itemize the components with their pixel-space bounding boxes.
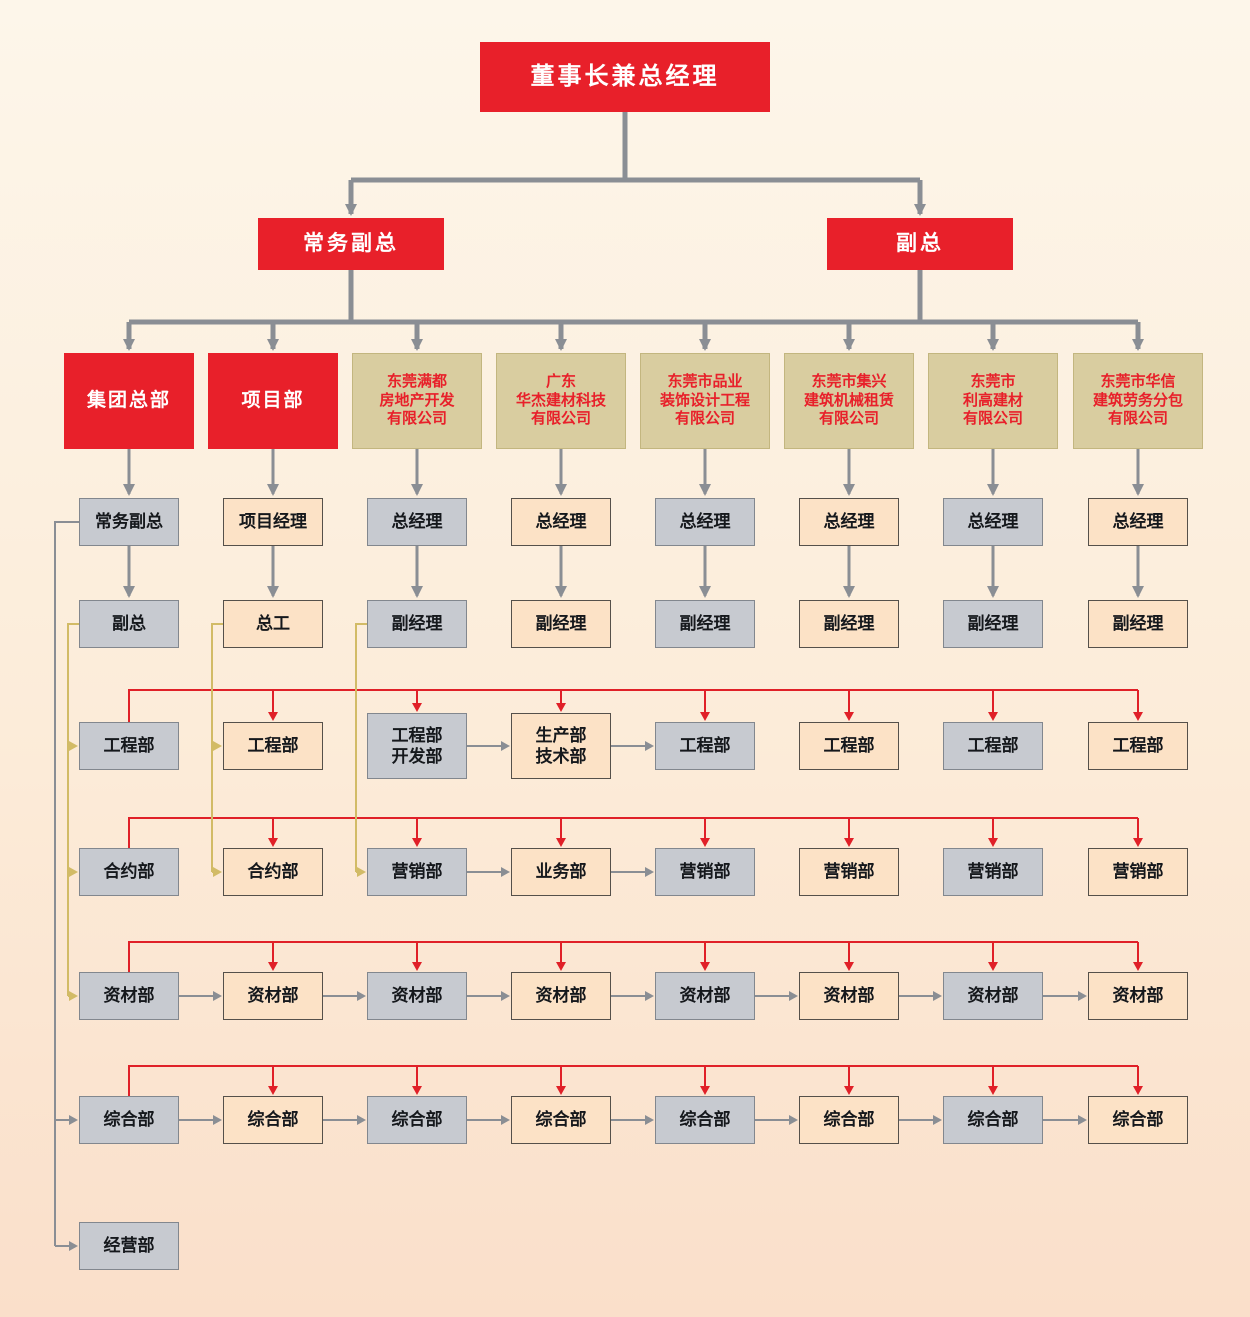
- header-group-hq: 集团总部: [64, 353, 194, 449]
- org-box-c1-operations: 经营部: [79, 1222, 179, 1270]
- org-box-c7-engineering: 工程部: [943, 722, 1043, 770]
- org-box-c7-gm: 总经理: [943, 498, 1043, 546]
- org-box-c2-engineering: 工程部: [223, 722, 323, 770]
- org-box-c6-engineering: 工程部: [799, 722, 899, 770]
- org-box-c7-deputy-gm: 副经理: [943, 600, 1043, 648]
- org-box-c8-engineering: 工程部: [1088, 722, 1188, 770]
- org-box-c2-chief-engineer: 总工: [223, 600, 323, 648]
- org-box-c3-deputy-gm: 副经理: [367, 600, 467, 648]
- org-box-c3-general: 综合部: [367, 1096, 467, 1144]
- org-box-c2-project-manager: 项目经理: [223, 498, 323, 546]
- org-box-c1-engineering: 工程部: [79, 722, 179, 770]
- header-company-huaxin: 东莞市华信 建筑劳务分包 有限公司: [1073, 353, 1203, 449]
- org-box-c7-materials: 资材部: [943, 972, 1043, 1020]
- org-box-c4-production-technology: 生产部 技术部: [511, 713, 611, 779]
- org-box-c7-general: 综合部: [943, 1096, 1043, 1144]
- org-box-c6-gm: 总经理: [799, 498, 899, 546]
- org-box-c2-materials: 资材部: [223, 972, 323, 1020]
- org-box-c3-engineering-development: 工程部 开发部: [367, 713, 467, 779]
- header-company-mandu: 东莞满都 房地产开发 有限公司: [352, 353, 482, 449]
- org-box-c8-general: 综合部: [1088, 1096, 1188, 1144]
- org-box-c1-general: 综合部: [79, 1096, 179, 1144]
- org-box-c6-general: 综合部: [799, 1096, 899, 1144]
- org-box-c5-deputy-gm: 副经理: [655, 600, 755, 648]
- org-box-c6-marketing: 营销部: [799, 848, 899, 896]
- org-box-c4-materials: 资材部: [511, 972, 611, 1020]
- org-box-c5-materials: 资材部: [655, 972, 755, 1020]
- org-box-c3-materials: 资材部: [367, 972, 467, 1020]
- org-box-c2-general: 综合部: [223, 1096, 323, 1144]
- org-box-c6-deputy-gm: 副经理: [799, 600, 899, 648]
- header-company-huajie: 广东 华杰建材科技 有限公司: [496, 353, 626, 449]
- org-box-c3-gm: 总经理: [367, 498, 467, 546]
- org-box-c8-marketing: 营销部: [1088, 848, 1188, 896]
- org-box-chairman: 董事长兼总经理: [480, 42, 770, 112]
- org-box-c5-gm: 总经理: [655, 498, 755, 546]
- org-box-c7-marketing: 营销部: [943, 848, 1043, 896]
- header-company-pinye: 东莞市品业 装饰设计工程 有限公司: [640, 353, 770, 449]
- org-box-c3-marketing: 营销部: [367, 848, 467, 896]
- org-box-c8-gm: 总经理: [1088, 498, 1188, 546]
- org-box-c5-marketing: 营销部: [655, 848, 755, 896]
- org-box-c6-materials: 资材部: [799, 972, 899, 1020]
- org-box-c4-gm: 总经理: [511, 498, 611, 546]
- org-box-c1-materials: 资材部: [79, 972, 179, 1020]
- header-project-dept: 项目部: [208, 353, 338, 449]
- org-box-c5-general: 综合部: [655, 1096, 755, 1144]
- org-box-c8-deputy-gm: 副经理: [1088, 600, 1188, 648]
- header-company-jixing: 东莞市集兴 建筑机械租赁 有限公司: [784, 353, 914, 449]
- org-box-c2-contracts: 合约部: [223, 848, 323, 896]
- org-box-c5-engineering: 工程部: [655, 722, 755, 770]
- org-box-c1-exec-deputy: 常务副总: [79, 498, 179, 546]
- org-box-c4-deputy-gm: 副经理: [511, 600, 611, 648]
- org-box-c8-materials: 资材部: [1088, 972, 1188, 1020]
- header-company-ligao: 东莞市 利高建材 有限公司: [928, 353, 1058, 449]
- org-box-deputy: 副总: [827, 218, 1013, 270]
- org-box-c4-general: 综合部: [511, 1096, 611, 1144]
- org-box-c1-contracts: 合约部: [79, 848, 179, 896]
- org-box-c1-deputy: 副总: [79, 600, 179, 648]
- org-box-c4-business: 业务部: [511, 848, 611, 896]
- org-box-executive-deputy: 常务副总: [258, 218, 444, 270]
